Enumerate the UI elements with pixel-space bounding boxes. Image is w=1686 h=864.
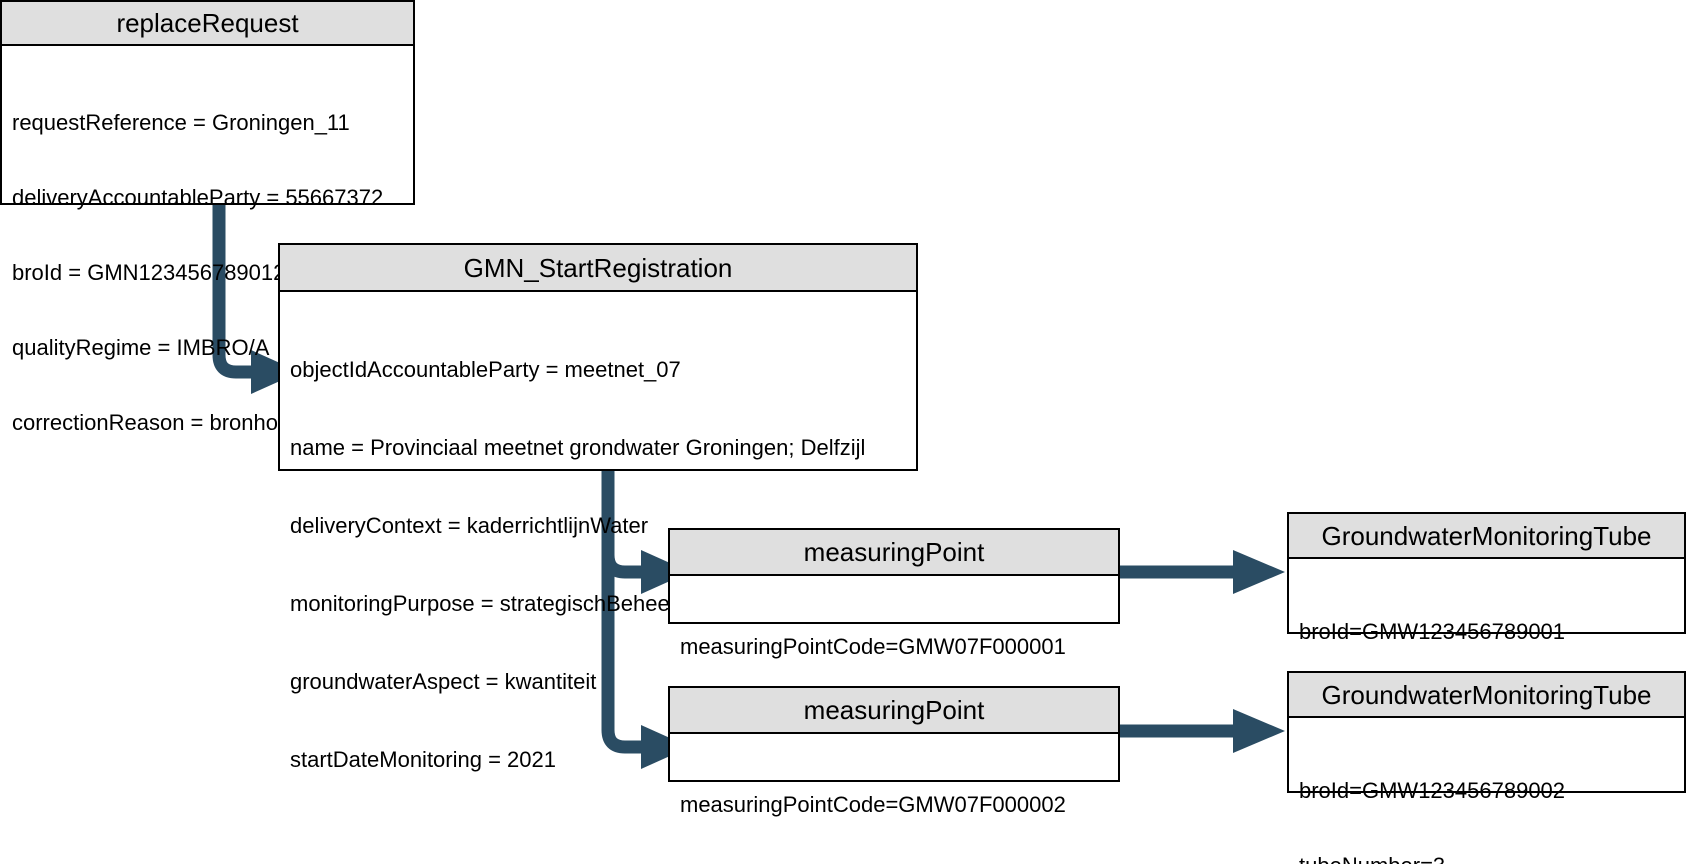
node-measuring-point-2-title: measuringPoint [803, 695, 985, 725]
node-replace-request-header: replaceRequest [2, 2, 413, 46]
attribute-row: requestReference = Groningen_11 [12, 110, 350, 135]
node-groundwater-monitoring-tube-1[interactable]: GroundwaterMonitoringTube broId=GMW12345… [1287, 512, 1686, 719]
node-gmn-start-registration-body: objectIdAccountableParty = meetnet_07 na… [280, 292, 916, 833]
node-groundwater-monitoring-tube-1-title: GroundwaterMonitoringTube [1321, 520, 1652, 551]
node-gmn-start-registration-title: GMN_StartRegistration [463, 252, 733, 283]
node-replace-request-title: replaceRequest [116, 8, 299, 38]
attribute-row: broId = GMN123456789012 [12, 260, 286, 285]
attribute-row: measuringPointCode=GMW07F000001 [680, 634, 1066, 659]
arrow-measuring-point-2-to-tube-2 [1120, 709, 1285, 753]
attribute-row: measuringPointCode=GMW07F000002 [680, 792, 1066, 817]
node-gmn-start-registration-header: GMN_StartRegistration [280, 245, 916, 292]
node-replace-request[interactable]: replaceRequest requestReference = Gronin… [0, 0, 415, 435]
node-measuring-point-1-title: measuringPoint [803, 537, 985, 567]
attribute-row: deliveryAccountableParty = 55667372 [12, 185, 384, 210]
node-groundwater-monitoring-tube-2-title: GroundwaterMonitoringTube [1321, 679, 1652, 710]
node-measuring-point-1[interactable]: measuringPoint measuringPointCode=GMW07F… [668, 528, 1120, 659]
node-groundwater-monitoring-tube-2-header: GroundwaterMonitoringTube [1289, 673, 1684, 718]
node-measuring-point-1-header: measuringPoint [670, 530, 1118, 576]
attribute-row: groundwaterAspect = kwantiteit [290, 669, 597, 694]
attribute-row: startDateMonitoring = 2021 [290, 747, 556, 772]
attribute-row: objectIdAccountableParty = meetnet_07 [290, 357, 681, 382]
node-measuring-point-2-body: measuringPointCode=GMW07F000002 [670, 734, 1118, 864]
node-measuring-point-1-body: measuringPointCode=GMW07F000001 [670, 576, 1118, 717]
attribute-row: tubeNumber=3 [1299, 853, 1674, 864]
attribute-row: broId=GMW123456789002 [1299, 778, 1566, 803]
node-gmn-start-registration[interactable]: GMN_StartRegistration objectIdAccountabl… [278, 243, 918, 772]
attribute-row: broId=GMW123456789001 [1299, 619, 1566, 644]
node-groundwater-monitoring-tube-2-body: broId=GMW123456789002 tubeNumber=3 [1289, 718, 1684, 864]
node-measuring-point-2-header: measuringPoint [670, 688, 1118, 734]
node-replace-request-body: requestReference = Groningen_11 delivery… [2, 46, 413, 493]
attribute-row: deliveryContext = kaderrichtlijnWater [290, 513, 649, 538]
attribute-row: name = Provinciaal meetnet grondwater Gr… [290, 435, 866, 460]
node-groundwater-monitoring-tube-2[interactable]: GroundwaterMonitoringTube broId=GMW12345… [1287, 671, 1686, 864]
arrow-measuring-point-1-to-tube-1 [1120, 550, 1285, 594]
attribute-row: qualityRegime = IMBRO/A [12, 335, 270, 360]
node-measuring-point-2[interactable]: measuringPoint measuringPointCode=GMW07F… [668, 686, 1120, 817]
node-groundwater-monitoring-tube-1-header: GroundwaterMonitoringTube [1289, 514, 1684, 559]
